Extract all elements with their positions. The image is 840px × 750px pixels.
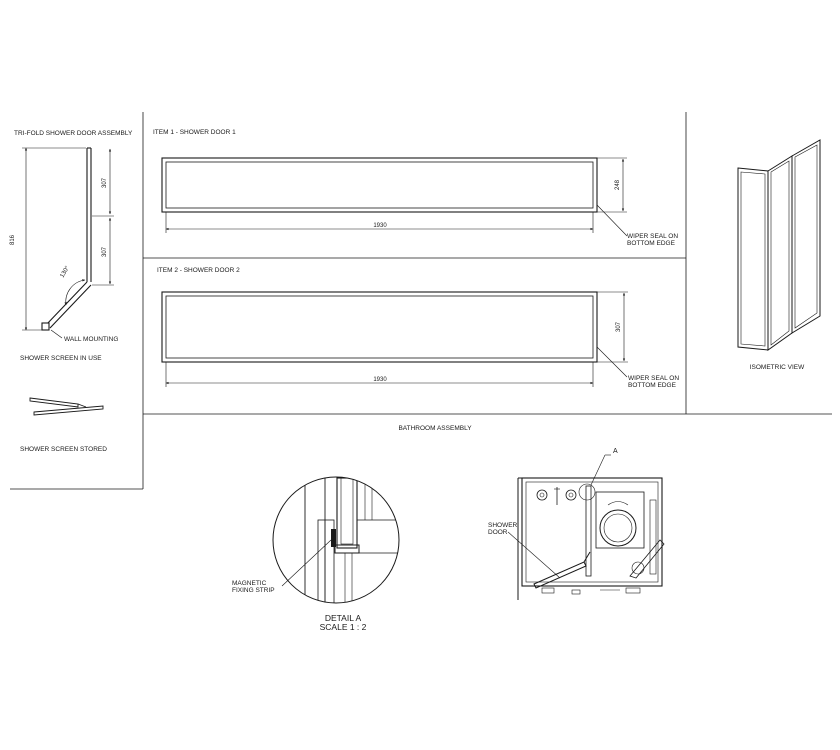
door-stored	[29, 397, 104, 416]
height-dimension-label: 816	[10, 234, 16, 245]
item1-note-line1: WIPER SEAL ON	[627, 233, 678, 240]
item2-height-label: 307	[616, 321, 622, 332]
item2-width-label: 1930	[373, 377, 387, 383]
tri-fold-section: TRI-FOLD SHOWER DOOR ASSEMBLY 816 307 30…	[10, 130, 133, 453]
shower-door-label-line1: SHOWER	[488, 522, 518, 529]
item1-dimensions	[165, 157, 628, 237]
wall-mounting-label: WALL MOUNTING	[64, 336, 118, 343]
shower-door-leader	[507, 531, 561, 579]
item2-dimensions	[165, 291, 628, 387]
tri-fold-title: TRI-FOLD SHOWER DOOR ASSEMBLY	[14, 130, 133, 137]
item1-note-line2: BOTTOM EDGE	[627, 240, 676, 247]
item1-door-inner	[165, 161, 594, 209]
item2-note-line1: WIPER SEAL ON	[628, 375, 679, 382]
item1-height-label: 248	[615, 179, 621, 190]
item2-section: ITEM 2 - SHOWER DOOR 2 1930 307 WIPER SE…	[157, 267, 679, 389]
bathroom-plan	[517, 477, 665, 600]
upper-panel-dimension: 307	[102, 177, 108, 188]
wall-mounting-leader	[50, 329, 63, 339]
isometric-view	[737, 139, 821, 351]
detail-marker-label: A	[613, 448, 618, 455]
item2-title: ITEM 2 - SHOWER DOOR 2	[157, 267, 240, 274]
angle-label: 130°	[60, 265, 72, 279]
item1-section: ITEM 1 - SHOWER DOOR 1 1930 248 WIPER SE…	[153, 129, 678, 247]
lower-panel-dimension: 307	[102, 246, 108, 257]
item1-width-label: 1930	[373, 223, 387, 229]
detail-callout-leader	[590, 454, 606, 486]
item1-title: ITEM 1 - SHOWER DOOR 1	[153, 129, 236, 136]
detail-a-scale: SCALE 1 : 2	[320, 622, 367, 632]
item2-note-line2: BOTTOM EDGE	[628, 382, 677, 389]
height-dimension	[22, 147, 86, 331]
detail-a	[272, 476, 400, 604]
detail-a-title: DETAIL A	[325, 613, 362, 623]
item2-door-outer	[161, 291, 598, 363]
in-use-label: SHOWER SCREEN IN USE	[20, 355, 102, 362]
panel-dimensions	[92, 148, 114, 286]
stored-label: SHOWER SCREEN STORED	[20, 446, 107, 453]
angle-arc	[64, 279, 86, 306]
isometric-label: ISOMETRIC VIEW	[750, 364, 805, 371]
magnetic-strip-label-line1: MAGNETIC	[232, 580, 267, 587]
item1-door-outer	[161, 157, 598, 213]
detail-callout-circle	[578, 483, 596, 501]
bathroom-title: BATHROOM ASSEMBLY	[398, 425, 472, 432]
shower-door-label-line2: DOOR	[488, 529, 508, 536]
panel-borders	[10, 112, 832, 490]
item2-door-inner	[165, 295, 594, 359]
door-in-use	[41, 147, 92, 331]
magnetic-strip-label-line2: FIXING STRIP	[232, 587, 275, 594]
